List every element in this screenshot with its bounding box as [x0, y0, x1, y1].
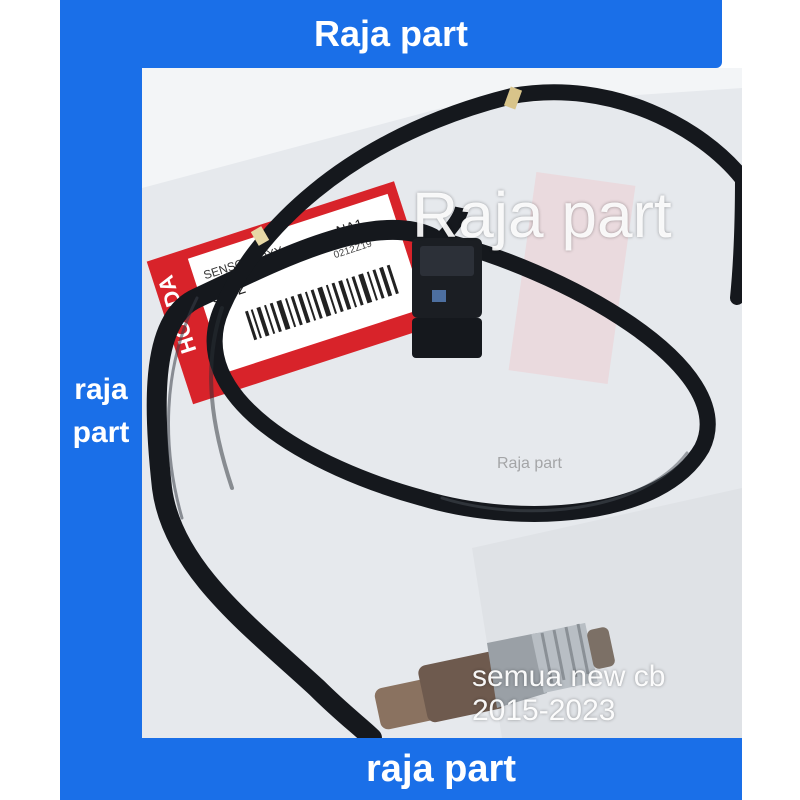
- watermark-big: Raja part: [412, 179, 672, 251]
- bottom-banner-text: raja part: [366, 747, 516, 790]
- watermark-small: Raja part: [497, 455, 562, 472]
- side-label-line1: raja: [74, 373, 128, 406]
- side-label-line2: part: [72, 416, 130, 449]
- top-banner-text: Raja part: [313, 13, 469, 54]
- product-photo: HONDA SENSOR, OXY 3652 NA1 0212Z19: [142, 68, 742, 738]
- top-banner: Raja part: [60, 0, 722, 68]
- sensor-cable: [146, 84, 742, 738]
- barcode: [241, 260, 405, 344]
- side-label: raja part: [60, 368, 142, 454]
- connector-plug: [412, 206, 482, 358]
- bottom-banner: raja part: [60, 738, 742, 800]
- watermark-caption: semua new cb 2015-2023: [472, 660, 666, 727]
- sensor-illustration: HONDA SENSOR, OXY 3652 NA1 0212Z19: [142, 68, 742, 738]
- sensor-head: [374, 622, 615, 730]
- left-blue-frame: [60, 0, 142, 800]
